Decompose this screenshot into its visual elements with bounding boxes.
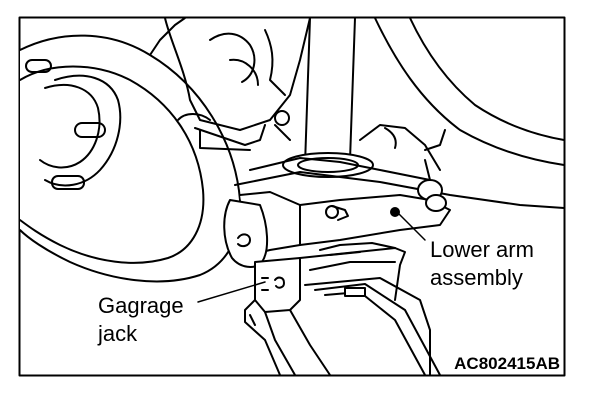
lower-arm-callout: Lower arm assembly: [428, 236, 536, 292]
lower-arm: [223, 127, 451, 268]
garage-jack: [244, 242, 441, 376]
wheel-stud: [25, 59, 52, 73]
wheel-stud: [51, 175, 85, 190]
jack-label-line1: Gagrage: [98, 293, 184, 318]
shock-absorber: [282, 17, 374, 178]
lower-arm-label-line2: assembly: [430, 265, 523, 290]
lower-arm-leader-line: [394, 209, 426, 241]
figure-frame: [18, 16, 566, 377]
vehicle-body: [234, 17, 565, 209]
jack-leader-line: [197, 281, 266, 303]
wheel-stud: [74, 122, 106, 138]
brake-disc: [19, 17, 242, 283]
jack-label-line2: jack: [98, 321, 138, 346]
steering-knuckle: [164, 17, 311, 151]
jack-callout: Gagrage jack: [96, 292, 186, 348]
figure-code: AC802415AB: [453, 354, 561, 374]
lower-arm-label-line1: Lower arm: [430, 237, 534, 262]
